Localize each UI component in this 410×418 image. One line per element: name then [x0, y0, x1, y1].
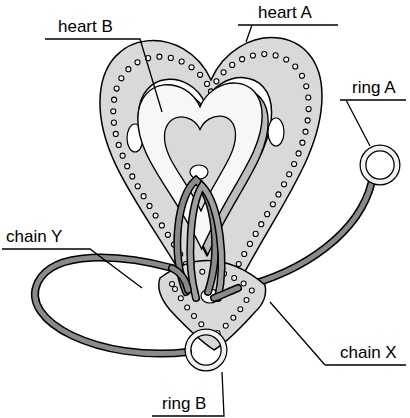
- leader-lines: [2, 25, 406, 416]
- ring-a: [363, 148, 397, 182]
- ring-b: [188, 332, 224, 368]
- part-label: ring A: [352, 78, 395, 98]
- heart-a: [100, 38, 322, 334]
- chain-loops: [172, 180, 238, 298]
- part-label: heart A: [258, 3, 312, 23]
- part-label: chain X: [340, 343, 397, 363]
- part-label: ring B: [162, 394, 206, 414]
- part-label: chain Y: [6, 227, 62, 247]
- heart-b: [138, 83, 268, 255]
- part-label: heart B: [58, 17, 113, 37]
